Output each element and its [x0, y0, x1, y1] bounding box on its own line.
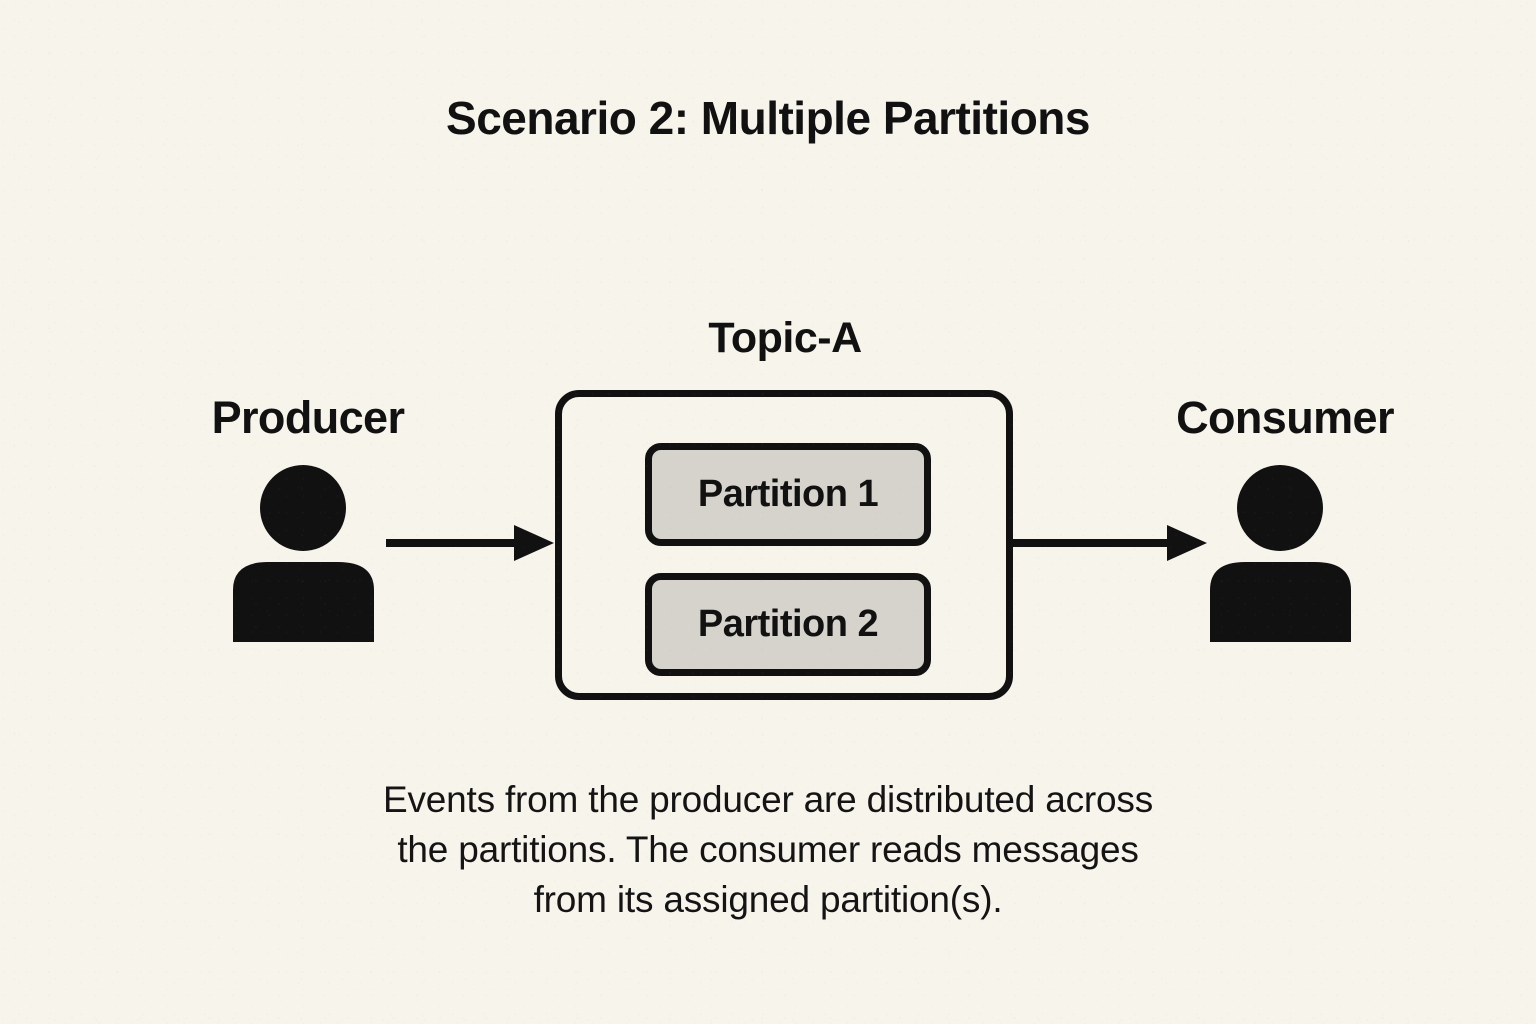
- arrow-producer-to-topic: [386, 521, 556, 572]
- partition-box-2[interactable]: Partition 2: [645, 573, 931, 676]
- topic-label: Topic-A: [708, 314, 862, 362]
- page-title: Scenario 2: Multiple Partitions: [446, 92, 1090, 144]
- producer-person-icon: [233, 462, 383, 647]
- partition-box-1[interactable]: Partition 1: [645, 443, 931, 546]
- partition-label-1: Partition 1: [697, 473, 879, 515]
- consumer-label: Consumer: [1176, 392, 1394, 443]
- caption-line-2: the partitions. The consumer reads messa…: [397, 829, 1139, 870]
- caption-line-3: from its assigned partition(s).: [533, 879, 1003, 920]
- arrow-topic-to-consumer: [1009, 521, 1209, 572]
- partition-label-2: Partition 2: [697, 603, 879, 645]
- producer-label: Producer: [211, 392, 405, 443]
- caption-line-1: Events from the producer are distributed…: [382, 779, 1154, 820]
- caption: Events from the producer are distributed…: [168, 775, 1368, 925]
- consumer-person-icon: [1210, 462, 1360, 647]
